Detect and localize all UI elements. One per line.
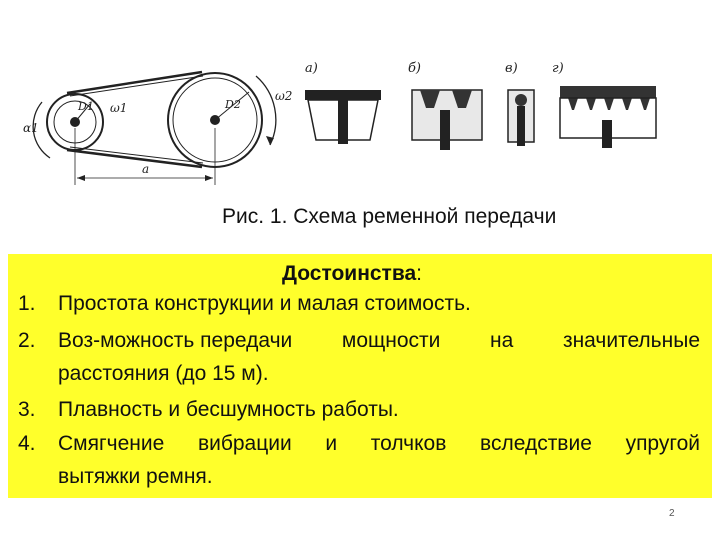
alpha-arc [32,101,51,159]
d2-label: D2 [224,98,241,111]
advantages-box [8,254,712,498]
list-item-text: Воз-можность передачи мощности на значитель… [58,329,700,353]
figure-caption: Рис. 1. Схема ременной передачи [222,205,557,228]
word: на [490,329,514,352]
section-v-round-belt [507,89,535,146]
list-item-text: Простота конструкции и малая стоимость. [58,292,471,315]
list-item-4-continuation: вытяжки ремня. [58,465,213,488]
advantages-title: Достоинства: [282,262,422,286]
list-number: 3. [18,398,36,421]
list-item-text: Смягчение вибрации и толчков вследствие упруг… [58,432,700,456]
word: толчков [370,432,447,455]
list-item-text: Плавность и бесшумность работы. [58,398,399,421]
list-item-4: 4. Смягчение вибрации и толчков вследствие упр… [18,432,700,456]
list-item-3: 3. Плавность и бесшумность работы. [18,398,700,422]
d1-label: D1 [77,100,94,113]
omega1-label: ω1 [110,101,127,115]
alpha1-label: α1 [23,121,39,135]
section-g-poly-v [559,86,657,148]
section-b-v-groove [411,89,483,150]
word: Смягчение [58,432,165,455]
word: мощности [341,329,441,352]
section-b-label: б) [408,61,421,76]
advantages-title-word: Достоинства [282,262,417,285]
advantages-title-colon: : [416,262,422,285]
word: вследствие [480,432,592,455]
omega2-arc [255,75,277,146]
section-a-label: а) [305,61,318,76]
section-g-label: г) [552,61,564,76]
list-number: 1. [18,292,36,315]
word: значительные [562,329,700,352]
word: вибрации [197,432,292,455]
list-item-1: 1. Простота конструкции и малая стоимость… [18,292,700,316]
list-number: 4. [18,432,36,455]
omega2-label: ω2 [275,89,292,103]
belt [66,70,204,169]
distance-label: a [142,162,149,176]
word: и [325,432,338,455]
word: упругой [625,432,700,455]
page-number: 2 [669,508,675,519]
center-distance-dimension [74,128,216,185]
list-item-2: 2. Воз-можность передачи мощности на значите… [18,329,700,353]
list-item-2-continuation: расстояния (до 15 м). [58,362,269,385]
section-a-flat-rim [305,90,381,144]
list-number: 2. [18,329,36,352]
belt-drive-figure: α1 D1 ω1 D2 ω2 a а) б) в) г) [23,61,657,185]
word: Воз-можность передачи [58,329,293,352]
section-v-label: в) [505,61,518,76]
